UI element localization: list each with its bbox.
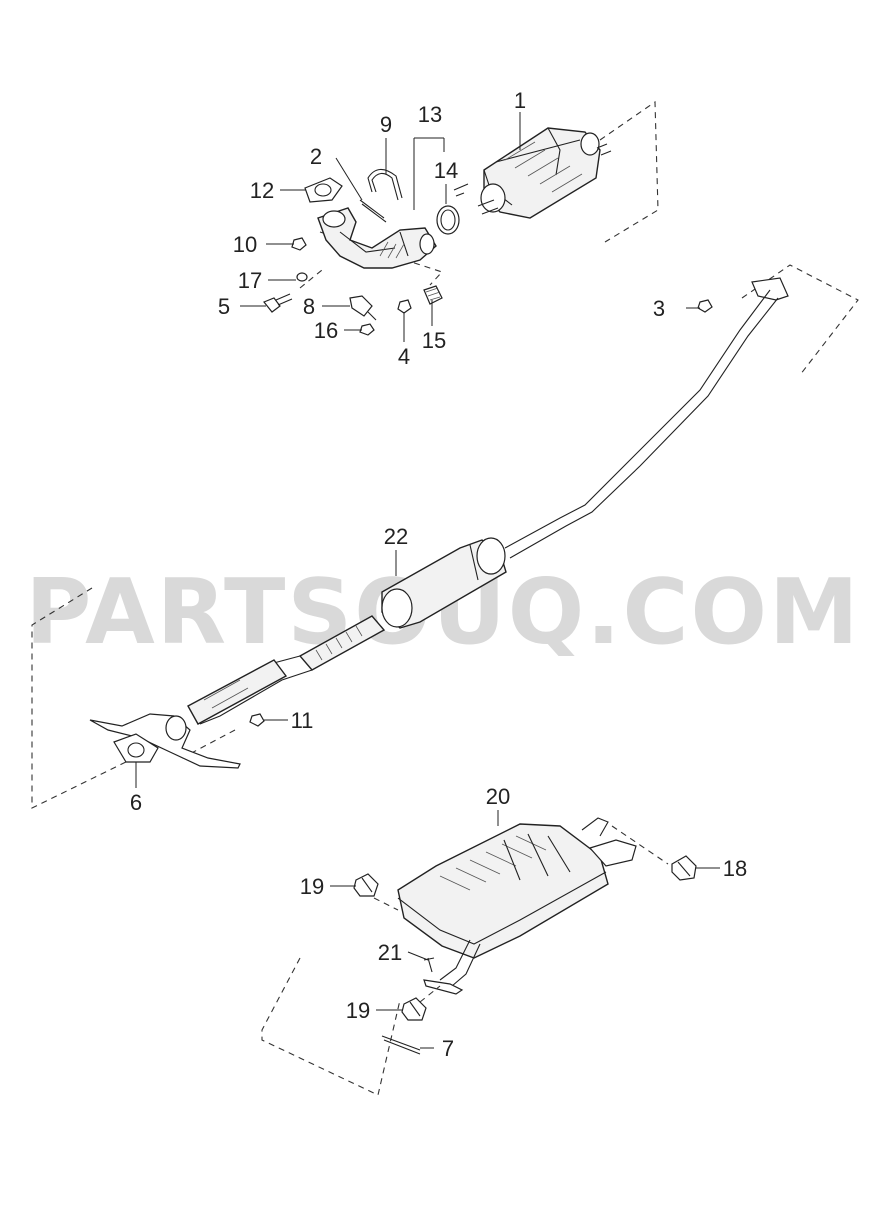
dashed-line-rear [373,825,669,1003]
gasket-6 [113,733,159,763]
center-pipe [187,615,386,725]
callout-20: 20 [486,784,510,809]
callout-6: 6 [130,790,142,815]
callout-2: 2 [310,144,322,169]
callout-18: 18 [723,856,747,881]
callout-12: 12 [250,178,274,203]
spring-15 [423,285,443,305]
gasket-ring [436,183,469,235]
clamp-rod-7 [381,1035,421,1055]
callout-10: 10 [233,232,257,257]
nut-16 [359,323,375,336]
stud-bolt [359,199,387,223]
front-pipe [504,277,789,559]
callout-7: 7 [442,1036,454,1061]
callout-9: 9 [380,112,392,137]
callout-13: 13 [418,102,442,127]
center-muffler [381,537,507,629]
callout-22: 22 [384,524,408,549]
exhaust-manifold-pipe [317,207,437,269]
callout-4: 4 [398,344,410,369]
rear-muffler [397,817,637,995]
dashed-outline-muffler [261,957,401,1096]
callout-11: 11 [291,708,314,733]
callout-15: 15 [422,328,446,353]
bolt-21 [423,957,435,973]
nut-11 [249,713,265,727]
rubber-hanger-19-upper [353,873,379,897]
washer-17 [296,272,308,282]
callout-1: 1 [514,88,526,113]
callout-8: 8 [303,294,315,319]
callout-19-upper: 19 [300,874,324,899]
u-hanger [367,168,403,201]
callout-5: 5 [218,294,230,319]
nut-3 [697,299,713,313]
leader-lines [135,112,720,1049]
callout-19-lower: 19 [346,998,370,1023]
callout-16: 16 [314,318,338,343]
bolt-5 [263,293,293,313]
catalytic-converter [477,127,612,219]
callout-14: 14 [434,158,458,183]
flange-gasket [304,177,343,203]
rubber-hanger-19-lower [401,997,427,1021]
dashed-outline-converter [599,100,659,243]
dashed-line-flange [299,231,443,289]
bracket-8 [349,295,377,321]
nut-10 [291,237,307,251]
callout-17: 17 [238,268,262,293]
nut-4 [397,299,412,314]
pipe-flange [89,713,241,769]
callout-3: 3 [653,296,665,321]
rubber-hanger-18 [671,855,697,881]
callout-21: 21 [378,940,402,965]
